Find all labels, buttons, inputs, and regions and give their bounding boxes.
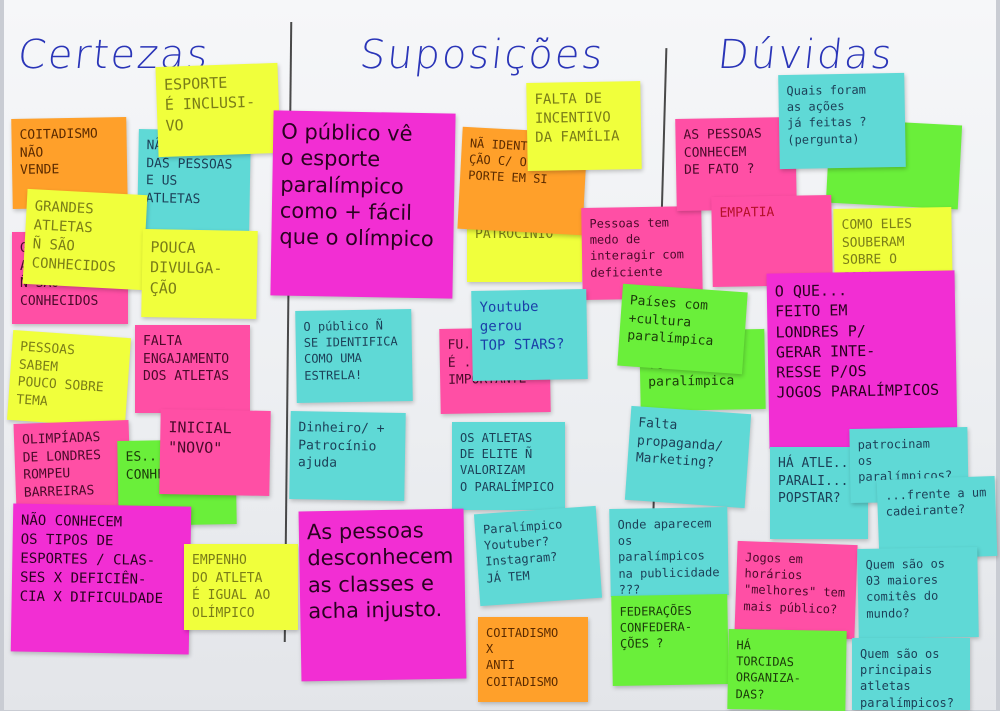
sticky-note: COITADISMO X ANTI COITADISMO <box>478 617 588 702</box>
sticky-note: Dinheiro/ + Patrocínio ajuda <box>289 411 406 501</box>
sticky-note: NÃO CONHECEM OS TIPOS DE ESPORTES / CLAS… <box>10 503 192 655</box>
header-suposicoes: Suposições <box>357 32 607 78</box>
sticky-note: Quem são os 03 maiores comitês do mundo? <box>857 546 979 640</box>
sticky-note: Youtube gerou TOP STARS? <box>471 289 588 381</box>
sticky-note: HÁ TORCIDAS ORGANIZA- DAS? <box>727 628 847 711</box>
sticky-note: FALTA ENGAJAMENTO DOS ATLETAS <box>135 325 250 413</box>
sticky-note: ESPORTE É INCLUSI- VO <box>155 62 281 158</box>
sticky-note: Países com +cultura paralímpica <box>617 283 748 375</box>
sticky-note: O QUE... FEITO EM LONDRES P/ GERAR INTE-… <box>766 270 958 449</box>
sticky-note: Onde aparecem os paralímpicos na publici… <box>609 506 729 598</box>
sticky-note: INICIAL "NOVO" <box>159 409 271 496</box>
header-duvidas: Dúvidas <box>715 32 897 78</box>
sticky-note: OS ATLETAS DE ELITE Ñ VALORIZAM O PARALÍ… <box>452 422 565 510</box>
sticky-note: PESSOAS SABEM POUCO SOBRE TEMA <box>7 329 131 429</box>
sticky-note: Jogos em horários "melhores" tem mais pú… <box>734 540 858 640</box>
sticky-note: Quais foram as ações já feitas ? (pergun… <box>778 72 906 170</box>
sticky-note: FALTA DE INCENTIVO DA FAMÍLIA <box>526 81 642 171</box>
sticky-note: As pessoas desconhecem as classes e acha… <box>298 508 467 682</box>
sticky-note: Quem são os principais atletas paralímpi… <box>852 638 970 710</box>
sticky-note: O público Ñ SE IDENTIFICA COMO UMA ESTRE… <box>295 308 413 404</box>
sticky-note: Paralímpico Youtuber? Instagram? JÁ TEM <box>473 505 603 607</box>
sticky-note: OLIMPÍADAS DE LONDRES ROMPEU BARREIRAS <box>13 420 132 512</box>
sticky-note: POUCA DIVULGA- ÇÃO <box>141 229 258 319</box>
sticky-note: Falta propaganda/ Marketing? <box>624 405 752 509</box>
sticky-note: EMPENHO DO ATLETA É IGUAL AO OLÍMPICO <box>184 544 298 630</box>
sticky-note: O público vê o esporte paralímpico como … <box>270 110 456 299</box>
sticky-note: GRANDES ATLETAS Ñ SÃO CONHECIDOS <box>22 188 148 291</box>
sticky-note: FEDERAÇÕES CONFEDERA- ÇÕES ? <box>611 593 729 687</box>
